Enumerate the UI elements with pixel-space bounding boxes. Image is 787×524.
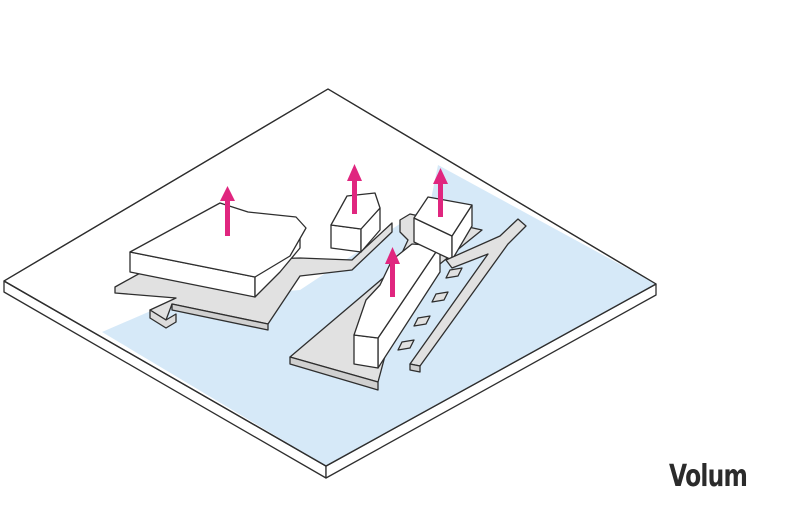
volume-large-left-top xyxy=(129,202,307,278)
volume-long-central-front xyxy=(353,334,379,369)
upward-arrow-icon xyxy=(347,164,362,214)
volume-long-central xyxy=(353,243,441,369)
volume-long-central-top xyxy=(353,243,441,339)
upward-arrow-icon xyxy=(433,168,448,217)
quay-right xyxy=(397,218,527,373)
upward-arrow-icon xyxy=(220,186,235,236)
plinth-left-edge xyxy=(171,303,269,331)
quay-rung xyxy=(431,291,449,303)
volume-large-left xyxy=(129,202,307,298)
diagram-caption: Volum xyxy=(668,459,748,494)
quay-right-edge xyxy=(409,363,421,373)
quay-right-strip xyxy=(409,218,527,367)
plinth-central-edge xyxy=(289,356,379,391)
quay-rung xyxy=(397,339,415,351)
upward-arrow-icon xyxy=(385,247,400,297)
arrows xyxy=(220,164,448,297)
volume-small-middle xyxy=(330,192,381,253)
pier-left xyxy=(149,309,177,329)
quay-rung xyxy=(413,315,431,327)
quay-rung xyxy=(445,267,463,279)
quay-rungs xyxy=(397,267,463,351)
